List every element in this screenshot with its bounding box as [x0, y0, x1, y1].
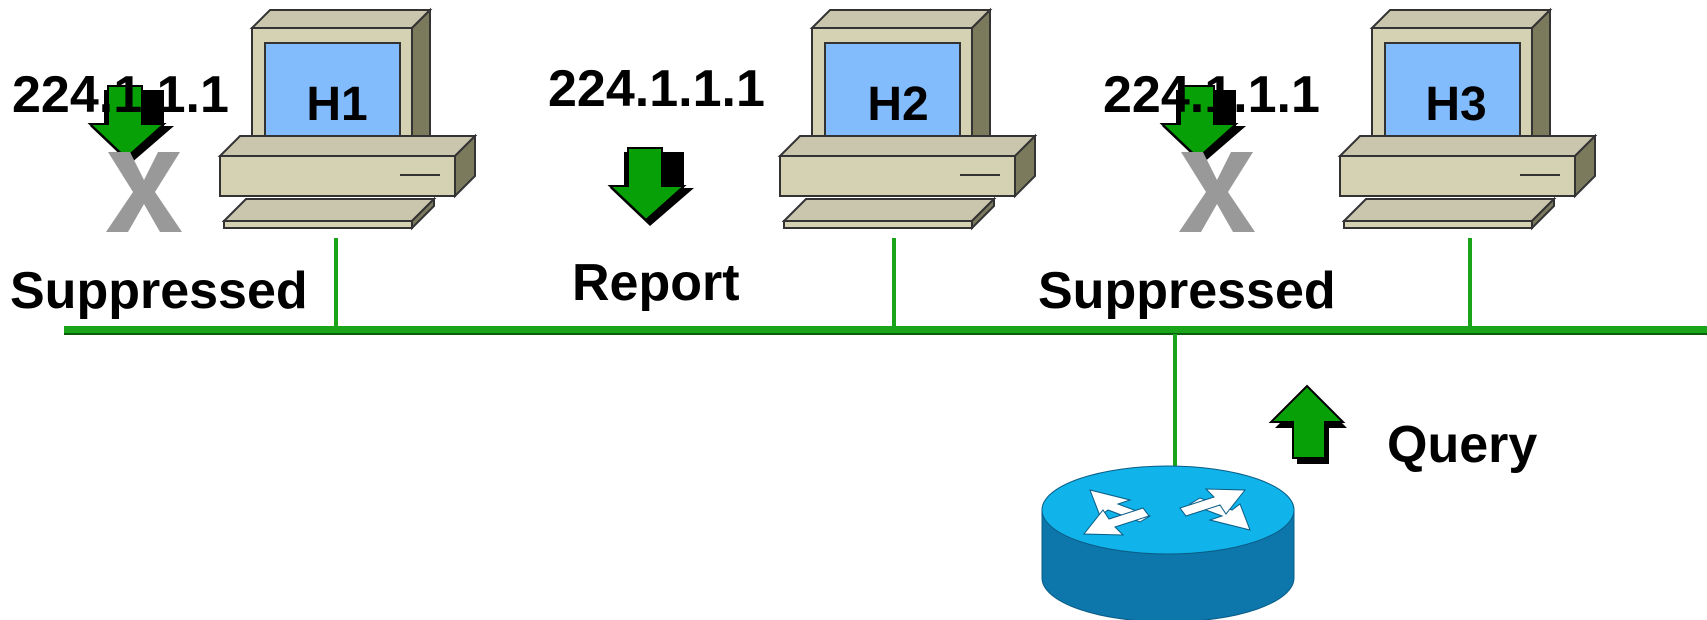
router-message: Query: [1387, 416, 1537, 474]
status-label: Suppressed: [10, 262, 308, 320]
host-h3: H3 224.1.1.1 Suppressed: [1038, 9, 1596, 320]
x-mark-icon: [106, 152, 182, 232]
down-arrow-icon: [609, 147, 695, 227]
host-label: H1: [306, 78, 367, 131]
host-h2: H2 224.1.1.1 Report: [548, 9, 1036, 312]
host-label: H2: [867, 78, 928, 131]
status-label: Report: [572, 254, 740, 312]
x-mark-icon: [1179, 152, 1255, 232]
group-address: 224.1.1.1: [548, 60, 765, 118]
group-address: 224.1.1.1: [12, 66, 229, 124]
router-icon: [1041, 465, 1295, 620]
host-h1: H1 224.1.1.1 Suppressed: [10, 9, 476, 320]
status-label: Suppressed: [1038, 262, 1336, 320]
group-address: 224.1.1.1: [1103, 66, 1320, 124]
host-label: H3: [1425, 78, 1486, 131]
up-arrow-icon: [1270, 385, 1348, 465]
router: Query: [1041, 385, 1537, 620]
